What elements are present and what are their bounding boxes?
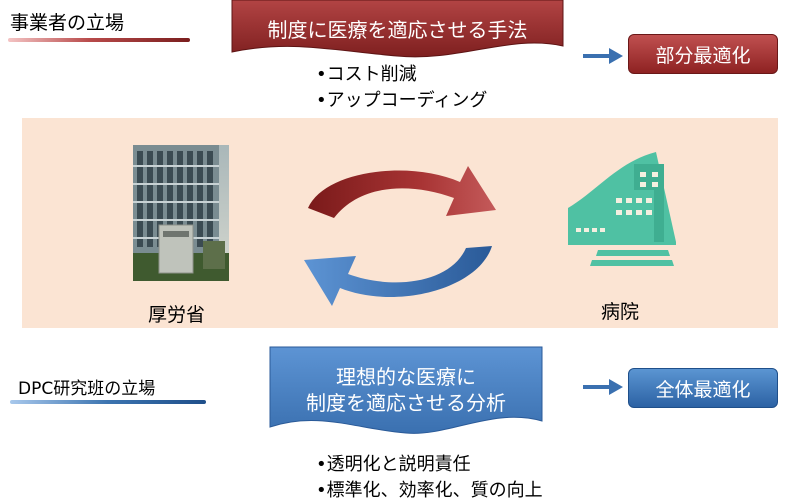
bottom-arrow-icon (583, 379, 623, 395)
hospital-icon (568, 152, 676, 266)
bottom-banner-text: 理想的な医療に 制度を適応させる分析 (268, 364, 544, 416)
business-perspective-underline (8, 38, 190, 42)
dpc-perspective-underline (10, 400, 206, 404)
partial-optimization-label: 部分最適化 (655, 44, 751, 67)
ministry-building-image (133, 145, 229, 281)
bottom-bullets: •透明化と説明責任 •標準化、効率化、質の向上 (316, 452, 543, 504)
top-banner (231, 0, 564, 58)
bottom-banner-line1: 理想的な医療に (336, 365, 476, 389)
bullet-transparency: •透明化と説明責任 (316, 454, 471, 475)
ministry-caption: 厚労省 (148, 304, 206, 326)
bottom-banner-line2: 制度を適応させる分析 (306, 391, 506, 415)
overall-optimization-box: 全体最適化 (628, 368, 778, 408)
top-bullets: •コスト削減 •アップコーディング (316, 62, 487, 114)
business-perspective-label: 事業者の立場 (10, 12, 125, 34)
overall-optimization-label: 全体最適化 (655, 378, 751, 401)
top-arrow-icon (583, 48, 623, 64)
cycle-arrows-icon (304, 166, 496, 306)
top-banner-text: 制度に医療を適応させる手法 (267, 18, 528, 42)
hospital-caption: 病院 (601, 301, 640, 323)
bullet-cost-reduction: •コスト削減 (316, 64, 417, 85)
dpc-perspective-label: DPC研究班の立場 (18, 379, 156, 399)
bullet-upcoding: •アップコーディング (316, 90, 488, 111)
bullet-standardization: •標準化、効率化、質の向上 (316, 480, 543, 501)
partial-optimization-box: 部分最適化 (628, 34, 778, 74)
bottom-banner (269, 346, 543, 434)
